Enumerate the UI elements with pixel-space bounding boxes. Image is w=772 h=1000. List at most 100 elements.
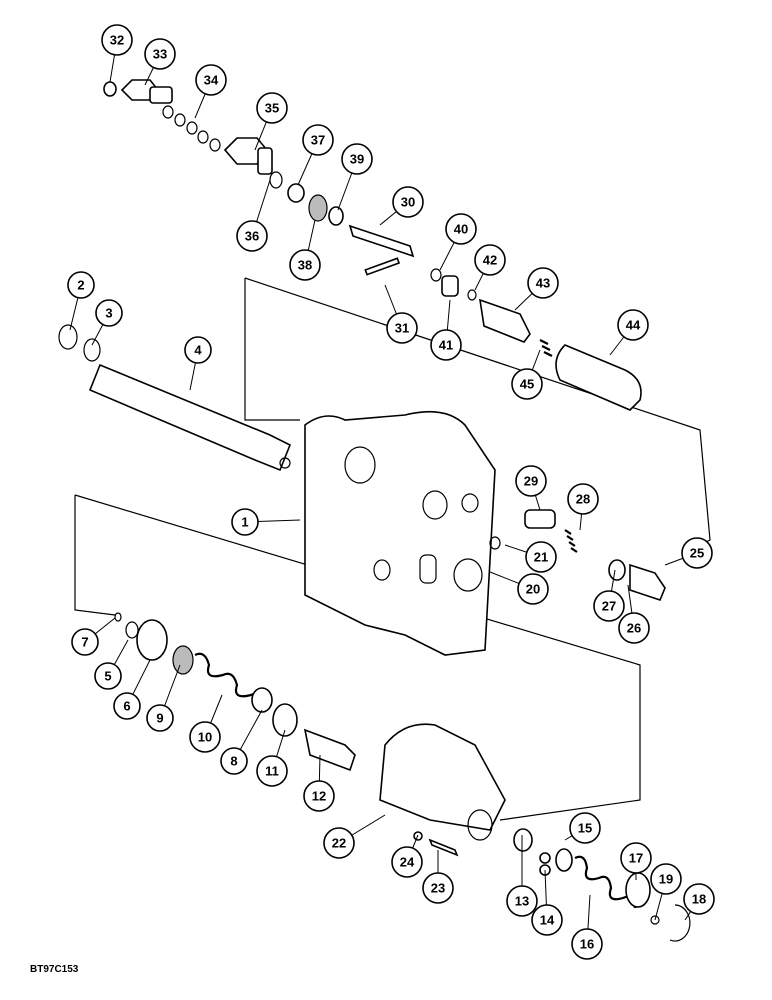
callout-31: 31 [384,284,418,344]
callout-label: 30 [401,195,415,210]
callout-circle [422,872,454,904]
callout-label: 41 [439,338,453,353]
drawing-code: BT97C153 [30,964,79,975]
callout-41: 41 [430,299,462,361]
callout-circle [681,537,713,569]
callout-circle [430,329,462,361]
callout-20: 20 [489,571,549,605]
callout-16: 16 [571,894,603,960]
callout-label: 20 [526,582,540,597]
callout-22: 22 [323,814,386,859]
callout-label: 17 [629,851,643,866]
callout-label: 28 [576,492,590,507]
callout-circle [567,483,599,515]
callout-38: 38 [289,219,321,281]
callout-circle [184,336,212,364]
callout-label: 2 [77,278,84,293]
callout-44: 44 [609,309,649,356]
callout-circle [525,541,557,573]
callout-13: 13 [506,835,538,917]
lower-cap-group [379,723,506,857]
callout-label: 38 [298,258,312,273]
relief-valve-group [103,79,642,411]
callout-circle [531,904,563,936]
callout-circle [445,213,477,245]
callout-circle [511,368,543,400]
callout-label: 34 [204,73,219,88]
spool-group [58,324,292,472]
callout-label: 24 [400,855,415,870]
callout-3: 3 [91,299,123,346]
callout-7: 7 [71,617,116,656]
callout-37: 37 [297,124,334,186]
callout-label: 45 [520,377,534,392]
callout-34: 34 [194,64,227,119]
callout-label: 32 [110,33,124,48]
callout-2: 2 [67,271,95,331]
callout-circle [256,92,288,124]
callout-23: 23 [422,850,454,904]
callout-label: 14 [540,913,555,928]
callout-label: 33 [153,47,167,62]
callout-circle [527,267,559,299]
callout-35: 35 [254,92,288,151]
callout-circle [620,842,652,874]
callout-21: 21 [504,541,557,573]
callout-label: 1 [241,515,248,530]
callout-circle [341,143,373,175]
callout-19: 19 [650,863,682,921]
callout-circle [256,755,288,787]
callout-15: 15 [564,812,601,844]
callout-11: 11 [256,729,288,787]
callout-label: 11 [265,764,279,779]
callout-label: 16 [580,937,594,952]
callout-label: 4 [194,343,202,358]
callout-6: 6 [113,659,151,720]
callout-layer: 1234567891011121314151617181920212223242… [67,24,715,960]
callout-label: 18 [692,892,706,907]
callout-32: 32 [101,24,133,83]
callout-label: 31 [395,321,409,336]
callout-circle [571,928,603,960]
callout-30: 30 [379,186,424,226]
callout-circle [220,747,248,775]
callout-label: 44 [626,318,641,333]
callout-circle [146,704,174,732]
callout-label: 15 [578,821,592,836]
callout-43: 43 [514,267,559,311]
lower-right-parts [513,828,691,942]
callout-17: 17 [620,842,652,880]
callout-circle [144,38,176,70]
callout-label: 9 [156,711,163,726]
valve-body [304,410,496,656]
callout-45: 45 [511,349,543,400]
callout-label: 19 [659,872,673,887]
callout-circle [683,883,715,915]
callout-label: 42 [483,253,497,268]
callout-26: 26 [618,584,650,644]
callout-5: 5 [94,639,129,690]
callout-label: 8 [230,754,237,769]
callout-label: 39 [350,152,364,167]
callout-circle [101,24,133,56]
callout-label: 35 [265,101,279,116]
callout-circle [302,124,334,156]
callout-1: 1 [231,508,301,536]
callout-circle [617,309,649,341]
callout-label: 26 [627,621,641,636]
callout-circle [94,662,122,690]
callout-label: 36 [245,229,259,244]
callout-circle [386,312,418,344]
callout-label: 22 [332,836,346,851]
callout-circle [303,780,335,812]
callout-circle [113,692,141,720]
callout-39: 39 [337,143,373,211]
callout-label: 12 [312,789,326,804]
callout-circle [323,827,355,859]
callout-42: 42 [474,244,506,291]
callout-circle [517,573,549,605]
callout-label: 43 [536,276,550,291]
callout-label: 25 [690,546,704,561]
callout-label: 37 [311,133,325,148]
callout-29: 29 [515,465,547,511]
